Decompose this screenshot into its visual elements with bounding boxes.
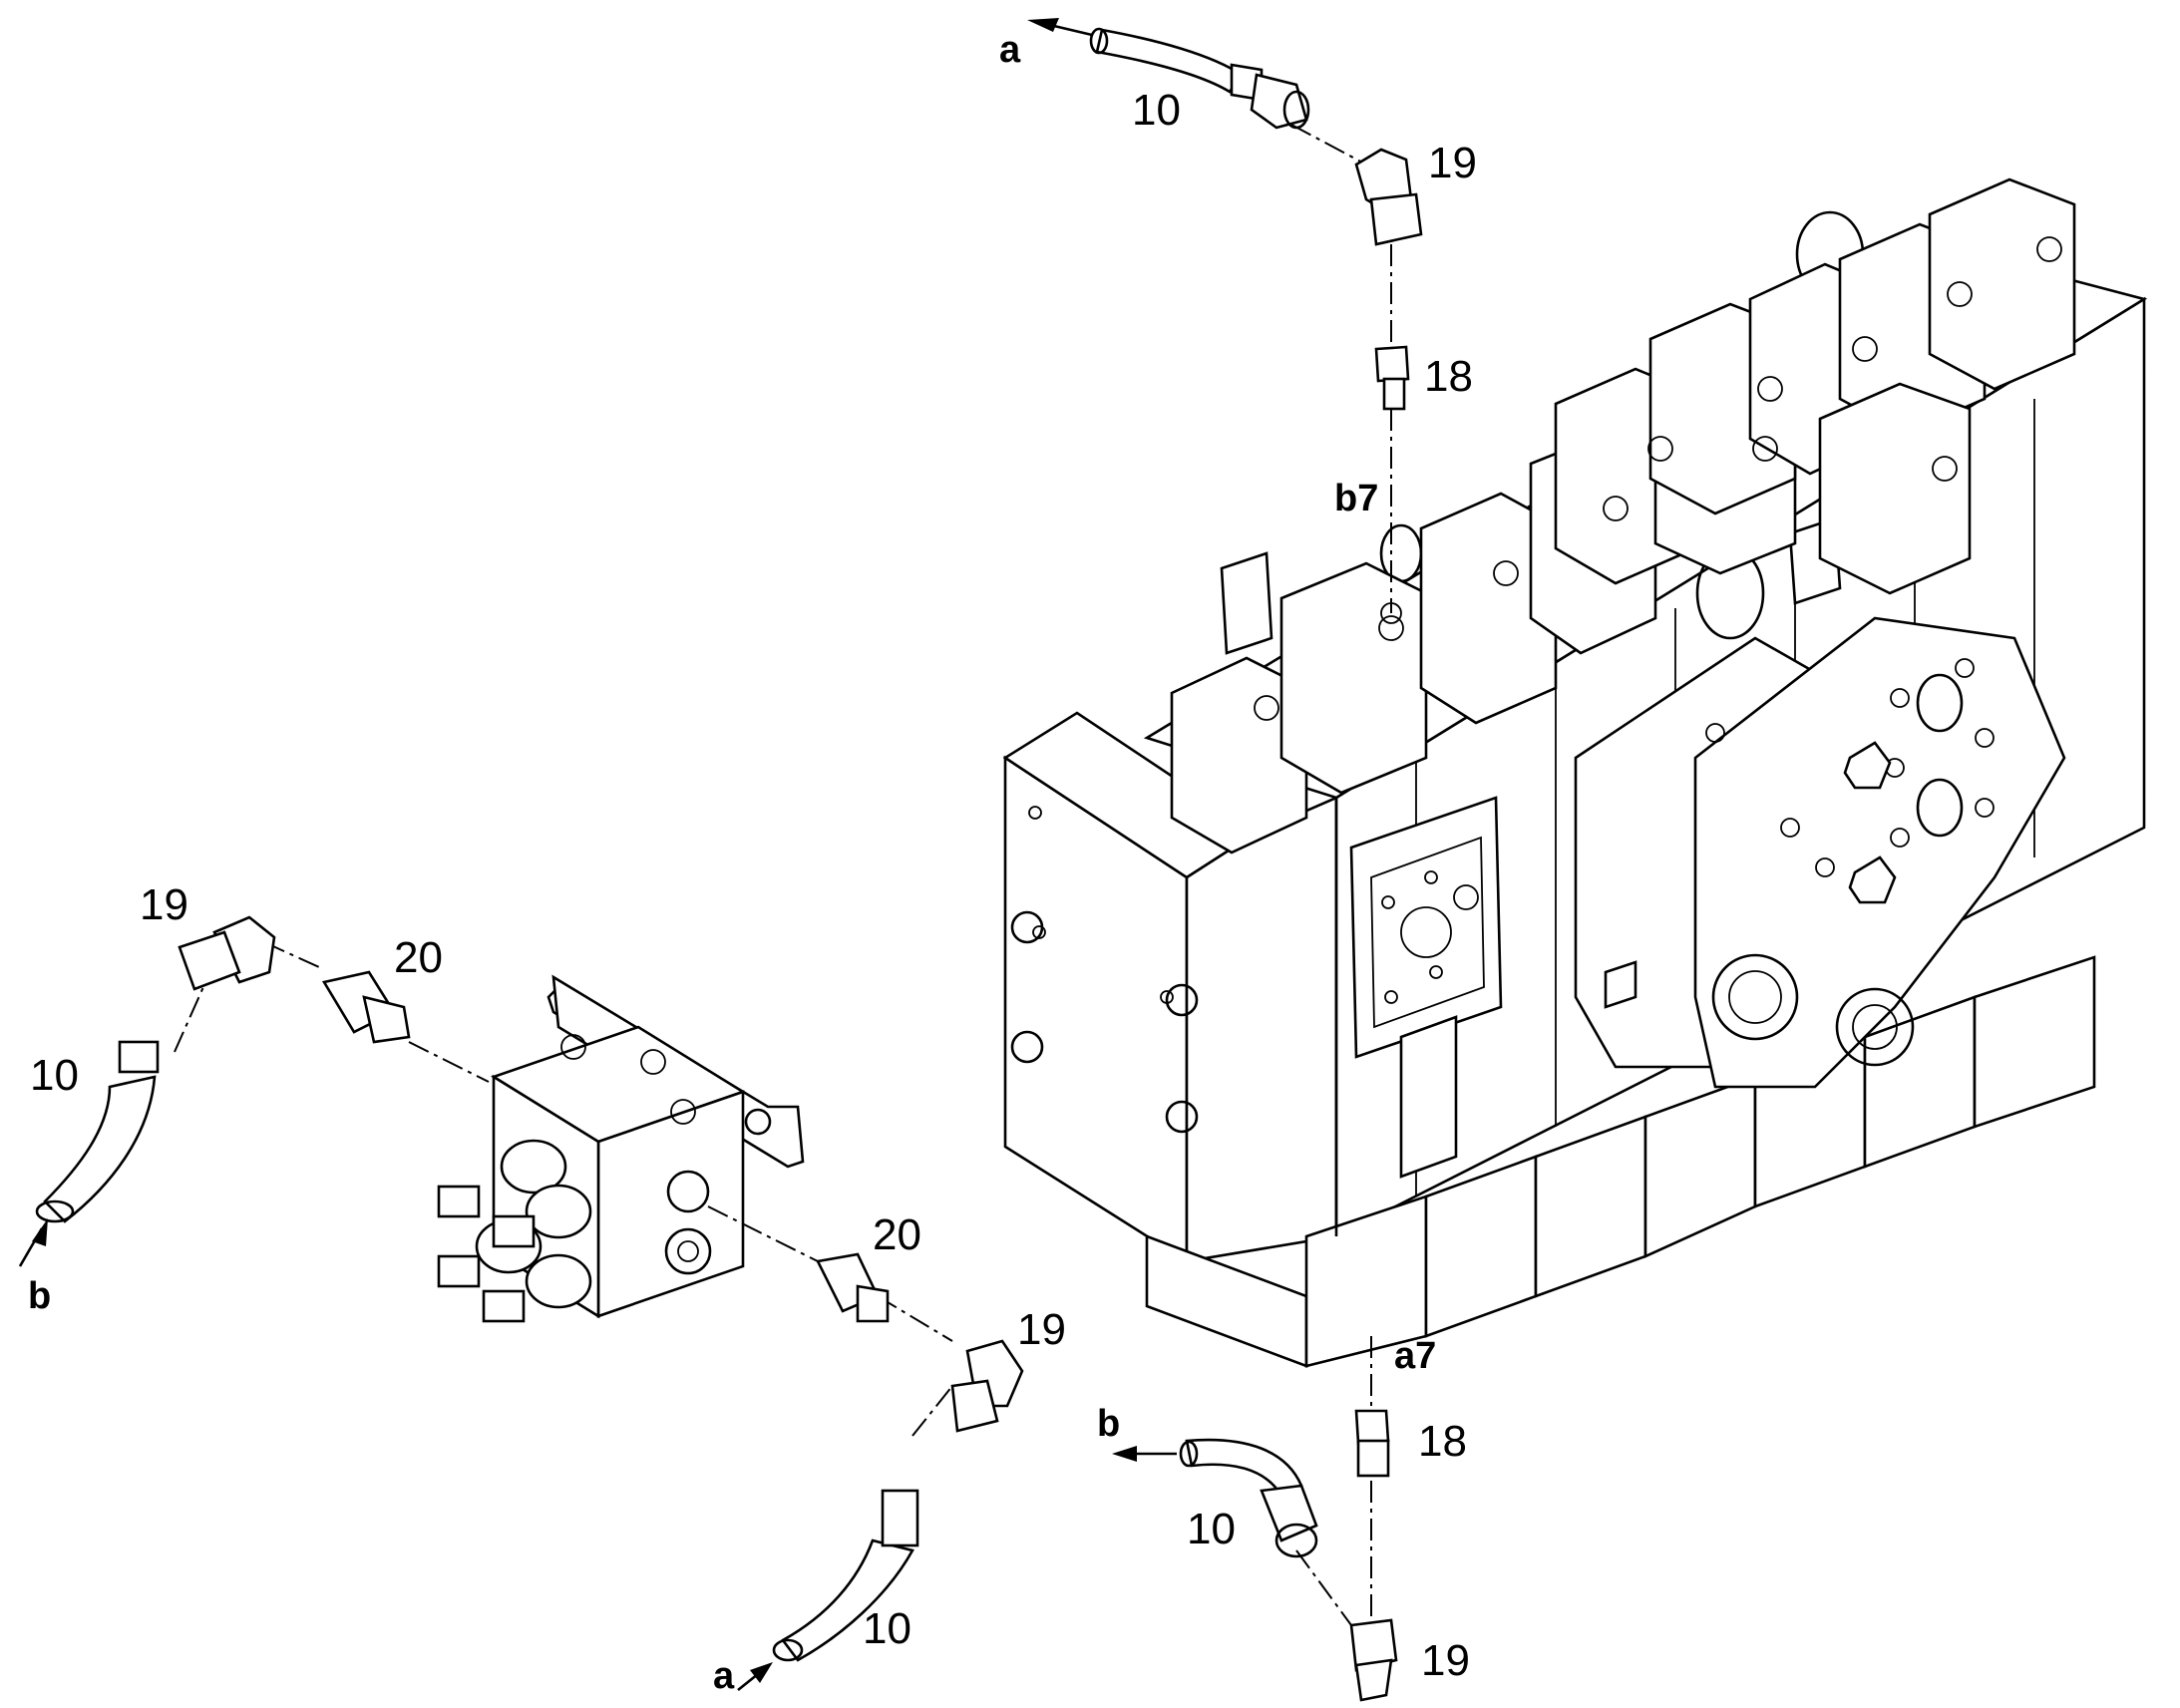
adapter-18-bottom xyxy=(1354,1409,1390,1478)
label-elbow-19-right: 19 xyxy=(1017,1305,1066,1354)
label-hose-10-left: 10 xyxy=(30,1051,79,1100)
arrow-b-left xyxy=(18,1218,48,1267)
label-elbow-19-top: 19 xyxy=(1428,139,1477,187)
hose-10-bottom-right xyxy=(1179,1438,1318,1558)
hose-10-top xyxy=(1089,27,1310,130)
label-arrow-b-left: b xyxy=(28,1275,51,1317)
label-fitting-20-right: 20 xyxy=(873,1210,921,1259)
solenoid-valve-block xyxy=(437,974,805,1323)
elbow-19-right xyxy=(950,1339,1024,1433)
label-port-a7: a7 xyxy=(1394,1335,1436,1377)
main-control-valve xyxy=(1002,177,2148,1368)
elbow-19-bottom xyxy=(1349,1618,1398,1702)
elbow-19-left xyxy=(178,915,276,991)
elbow-19-top xyxy=(1354,148,1423,246)
label-arrow-a-bottom: a xyxy=(713,1655,735,1697)
label-fitting-20-left: 20 xyxy=(394,933,443,982)
hose-10-left xyxy=(35,1040,160,1223)
label-arrow-a-top: a xyxy=(999,29,1021,71)
arrow-a-top xyxy=(1027,18,1093,37)
fitting-20-left xyxy=(321,970,411,1044)
arrow-a-bottom xyxy=(737,1662,773,1692)
arrow-b-bottom xyxy=(1112,1446,1177,1462)
spool-end-caps xyxy=(1170,177,2076,854)
label-hose-10-bottom-right: 10 xyxy=(1187,1505,1236,1553)
label-adapter-18-bottom: 18 xyxy=(1418,1417,1467,1466)
label-port-b7: b7 xyxy=(1334,478,1378,519)
label-elbow-19-bottom: 19 xyxy=(1421,1636,1470,1685)
hose-10-bottom-center xyxy=(772,1489,919,1662)
label-adapter-18-top: 18 xyxy=(1424,352,1473,401)
part-labels: a 10 19 18 b7 19 20 10 b 20 19 10 a a7 1… xyxy=(28,29,1477,1697)
label-hose-10-bottom-center: 10 xyxy=(863,1604,911,1653)
label-arrow-b-bottom: b xyxy=(1097,1403,1120,1445)
fitting-20-right xyxy=(816,1252,890,1323)
label-hose-10-top: 10 xyxy=(1132,86,1181,135)
adapter-18-top xyxy=(1374,345,1410,411)
solenoid-coils xyxy=(437,1139,592,1323)
label-elbow-19-left: 19 xyxy=(140,880,188,929)
